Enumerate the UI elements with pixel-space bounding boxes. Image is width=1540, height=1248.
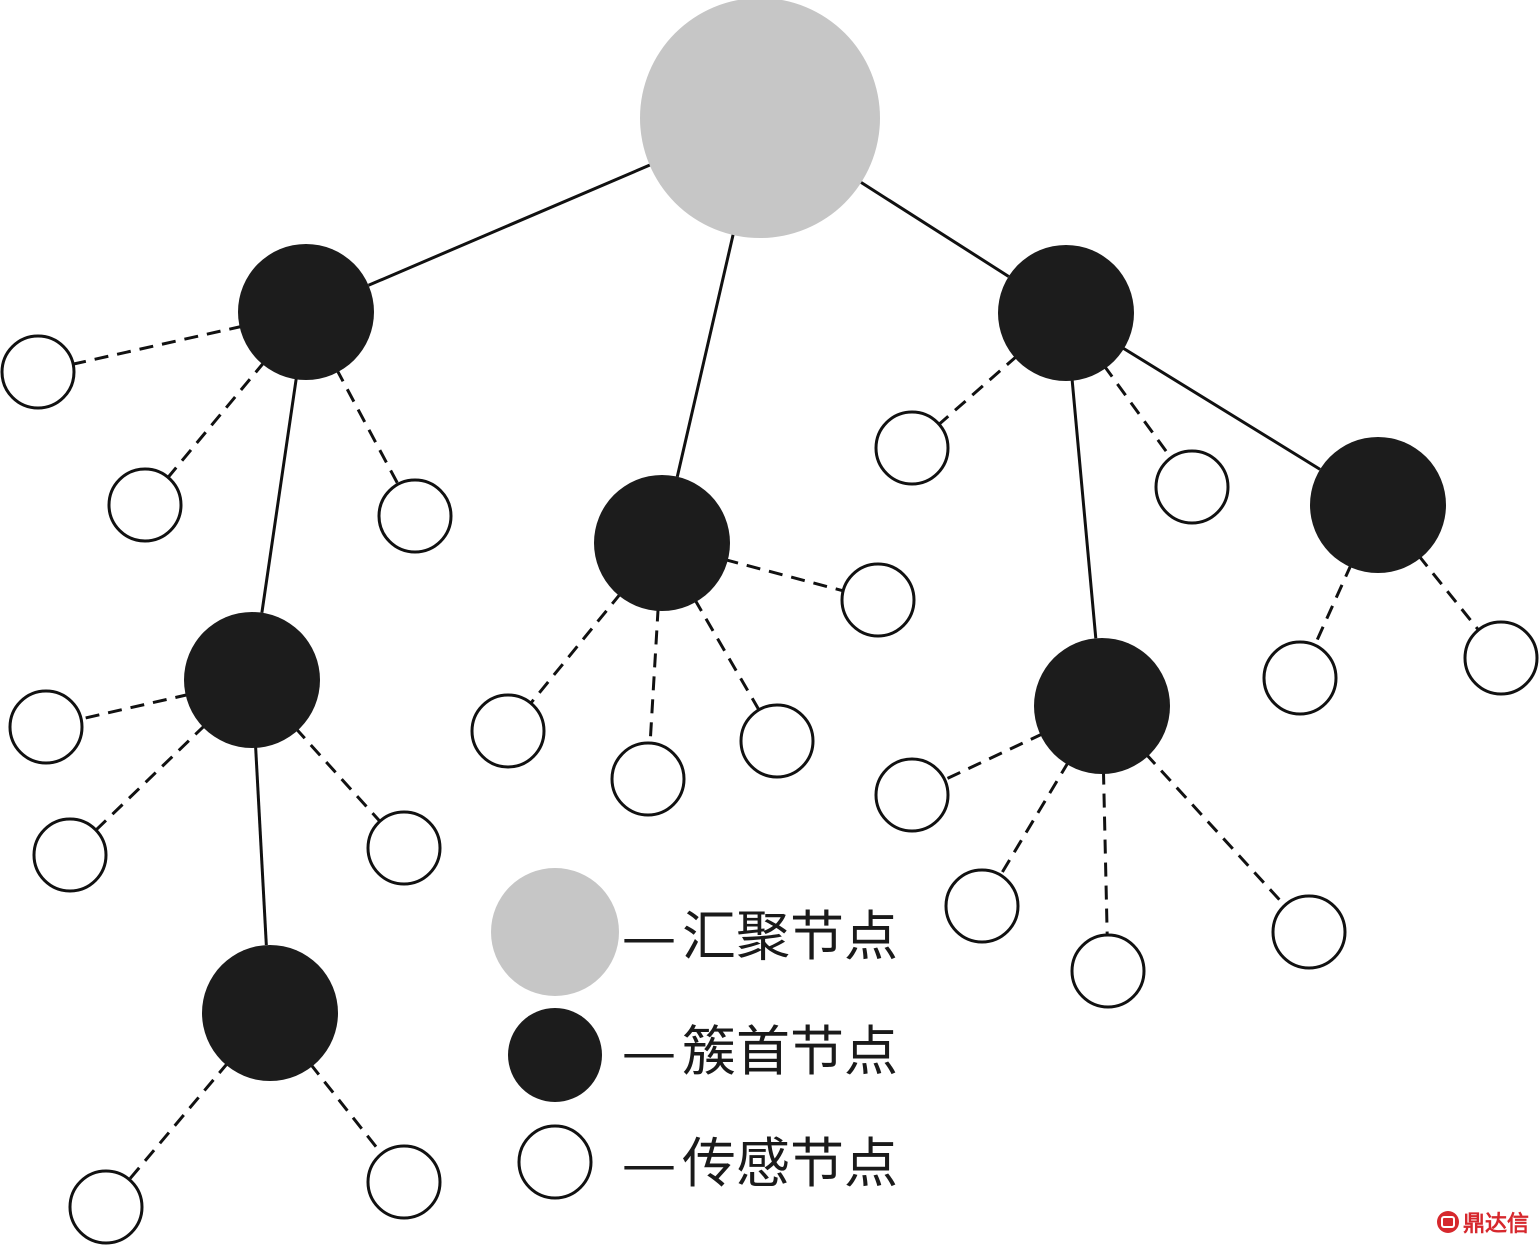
sensor-link bbox=[128, 1061, 230, 1181]
sensor-node bbox=[68, 1169, 144, 1245]
sensor-link bbox=[308, 1062, 383, 1155]
cluster-head-node bbox=[1310, 437, 1446, 573]
sensor-node bbox=[32, 817, 108, 893]
sensor-node bbox=[1262, 640, 1338, 716]
sensor-link bbox=[294, 726, 381, 823]
legend-head-label: 簇首节点 bbox=[682, 1020, 898, 1083]
sensor-node bbox=[874, 757, 950, 833]
sensor-link bbox=[1417, 554, 1480, 631]
legend-dash: — bbox=[622, 1132, 676, 1195]
edge-layer bbox=[72, 161, 1480, 1181]
legend-sink-label: 汇聚节点 bbox=[682, 905, 898, 968]
legend-head-swatch bbox=[508, 1008, 602, 1102]
cluster-head-node bbox=[1034, 638, 1170, 774]
sensor-node bbox=[1070, 933, 1146, 1009]
cluster-head-node bbox=[184, 612, 320, 748]
sensor-node bbox=[470, 693, 546, 769]
sensor-link bbox=[1313, 563, 1353, 646]
legend-sensor-label: 传感节点 bbox=[682, 1132, 898, 1195]
sensor-node bbox=[8, 689, 84, 765]
backbone-link bbox=[253, 744, 268, 946]
cluster-head-node bbox=[594, 475, 730, 611]
sensor-link bbox=[943, 732, 1045, 782]
sensor-node bbox=[944, 868, 1020, 944]
sensor-link bbox=[166, 360, 266, 479]
sensor-node bbox=[1463, 620, 1539, 696]
sensor-node bbox=[366, 1144, 442, 1220]
cluster-head-node bbox=[238, 244, 374, 380]
logo-icon bbox=[1437, 1211, 1459, 1233]
sensor-link bbox=[724, 558, 844, 593]
legend-dash: — bbox=[622, 905, 676, 968]
sensor-node bbox=[840, 562, 916, 638]
legend: — 汇聚节点 — 簇首节点 — 传感节点 bbox=[491, 868, 898, 1200]
cluster-head-node bbox=[998, 245, 1134, 381]
backbone-link bbox=[675, 228, 736, 478]
legend-sensor-swatch bbox=[517, 1124, 593, 1200]
sink-node bbox=[640, 0, 880, 238]
legend-dash: — bbox=[622, 1020, 676, 1083]
sensor-node bbox=[107, 467, 183, 543]
sensor-node bbox=[1154, 449, 1230, 525]
sensor-node bbox=[739, 703, 815, 779]
watermark: 鼎达信 bbox=[1437, 1211, 1529, 1237]
sensor-node bbox=[610, 741, 686, 817]
sensor-link bbox=[80, 692, 190, 721]
sensor-link bbox=[938, 354, 1019, 426]
sensor-link bbox=[648, 607, 660, 744]
sensor-link bbox=[529, 592, 623, 705]
sensor-link bbox=[335, 368, 400, 485]
sensor-node bbox=[1271, 894, 1347, 970]
sensor-link bbox=[1101, 770, 1109, 936]
backbone-link bbox=[260, 375, 299, 613]
sensor-link bbox=[999, 760, 1071, 876]
sensor-node bbox=[366, 810, 442, 886]
sensor-node bbox=[874, 410, 950, 486]
backbone-link bbox=[1120, 345, 1321, 471]
sensor-link bbox=[1102, 364, 1173, 459]
sensor-link bbox=[94, 723, 207, 832]
sensor-link bbox=[1144, 752, 1286, 907]
backbone-link bbox=[855, 177, 1010, 278]
cluster-head-node bbox=[202, 945, 338, 1081]
legend-sink-swatch bbox=[491, 868, 619, 996]
watermark-text: 鼎达信 bbox=[1463, 1211, 1529, 1237]
sensor-node bbox=[0, 334, 76, 410]
backbone-link bbox=[367, 161, 656, 287]
backbone-link bbox=[1070, 377, 1098, 639]
sensor-node bbox=[377, 478, 453, 554]
sensor-link bbox=[72, 324, 244, 366]
sensor-link bbox=[693, 598, 761, 711]
